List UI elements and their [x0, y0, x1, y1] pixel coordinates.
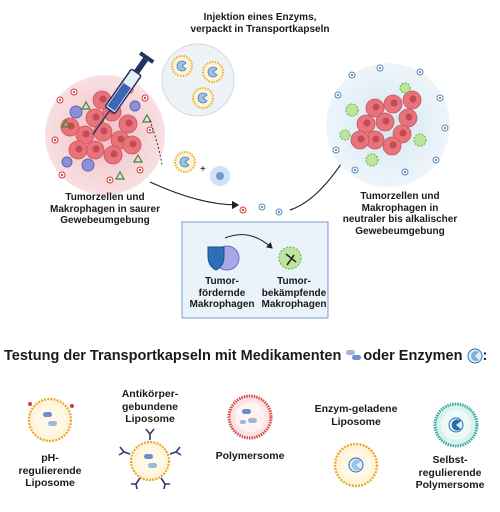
heading-part-2: oder Enzymen [363, 348, 463, 364]
acidic-tumor-environment [45, 75, 165, 195]
acidic-environment-label: Tumorzellen und Makrophagen in saurer Ge… [49, 192, 161, 226]
polymersome-label: Polymersome [215, 450, 285, 462]
macrophage-conversion-box [181, 221, 329, 319]
neutral-tumor-environment [326, 63, 450, 187]
antibody-liposome-label: Antikörper- gebundene Liposome [121, 388, 179, 425]
syringe [92, 51, 155, 135]
antitumor-macrophage-label: Tumor- bekämpfende Makrophagen [261, 276, 327, 310]
antitumor-macrophages [339, 82, 427, 167]
neutral-environment-label: Tumorzellen und Makrophagen in neutraler… [342, 191, 458, 237]
carrier-testing-heading: Testung der Transportkapseln mit Medikam… [4, 348, 487, 364]
enzyme-liposome-icon [333, 442, 379, 488]
ph-liposome-label: pH- regulierende Liposome [18, 452, 82, 489]
protumor-macrophage-icon [207, 245, 240, 271]
enzyme-icon-heading [467, 348, 483, 364]
enzyme-liposome-label: Enzym-geladene Liposome [314, 403, 398, 428]
triangle-markers [60, 100, 153, 180]
heading-part-3: : [482, 348, 488, 364]
self-regulating-polymersome-icon [433, 402, 479, 448]
polymersome-icon [227, 394, 273, 440]
capsule-magnifier [149, 43, 235, 166]
enzyme-release: + [174, 151, 230, 186]
self-regulating-polymersome-label: Selbst- regulierende Polymersome [415, 454, 485, 491]
drug-icon-heading [346, 350, 361, 360]
svg-text:+: + [200, 164, 206, 175]
antibody-liposome-icon [118, 428, 182, 490]
neutralized-particles [239, 203, 283, 216]
antitumor-macrophage-icon [278, 246, 302, 270]
injection-label: Injektion eines Enzyms, verpackt in Tran… [190, 12, 330, 35]
ph-liposome-icon [27, 397, 74, 443]
arrow-to-neutral [149, 181, 240, 210]
protumor-macrophage-label: Tumor- fördernde Makrophagen [189, 276, 255, 310]
heading-part-1: Testung der Transportkapseln mit Medikam… [4, 348, 342, 364]
protumor-macrophages [61, 100, 141, 172]
